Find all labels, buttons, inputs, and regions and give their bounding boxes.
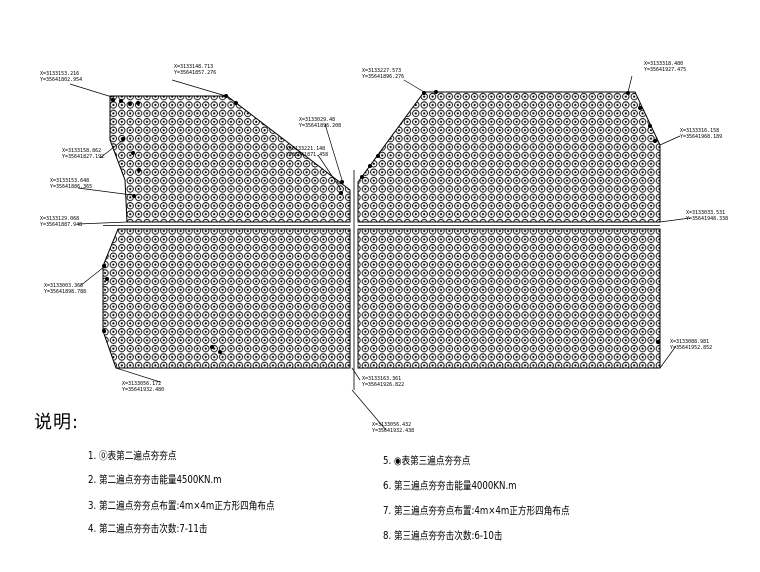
boundary-vertex-markers	[102, 90, 660, 354]
coord-label-y: Y=35641932.480	[122, 387, 164, 393]
parcel-top-left	[109, 95, 351, 223]
note-item: 8. 第三遍点夯夯击次数:6-10击	[383, 530, 503, 542]
coordinate-leader-lines	[69, 75, 691, 431]
note-item: 4. 第二遍点夯夯击次数:7-11击	[88, 523, 208, 535]
coord-label-x: X=3133158.862	[62, 148, 101, 154]
coord-label-y: Y=35641857.276	[174, 70, 216, 76]
coord-label-x: X=3133148.713	[174, 64, 213, 70]
coord-label-y: Y=35641932.438	[372, 428, 414, 434]
coord-label-y: Y=35641968.189	[680, 134, 722, 140]
coord-label-x: X=3133153.216	[40, 71, 79, 77]
note-item: 2. 第二遍点夯夯击能量4500KN.m	[88, 474, 222, 486]
coord-label-y: Y=35641871.458	[286, 152, 328, 158]
coord-label-x: X=3133029.48	[299, 117, 335, 123]
coord-label-x: X=3133088.981	[670, 339, 709, 345]
note-item: 1. ⓪表第二遍点夯夯点	[88, 450, 177, 462]
coord-label-x: X=3133227.573	[362, 68, 401, 74]
coord-label-y: Y=35641948.338	[686, 216, 728, 222]
coord-label-y: Y=35641887.948	[40, 222, 82, 228]
coord-label-y: Y=35641927.475	[644, 67, 686, 73]
note-item: 3. 第二遍点夯夯点布置:4m×4m正方形四角布点	[88, 500, 275, 512]
coord-label-x: X=3133003.365	[44, 283, 83, 289]
coord-label-y: Y=35641898.788	[44, 289, 86, 295]
note-item: 7. 第三遍点夯夯点布置:4m×4m正方形四角布点	[383, 505, 570, 517]
coord-label-y: Y=35641802.954	[40, 77, 82, 83]
coord-label-y: Y=35641896.276	[362, 74, 404, 80]
coord-label-x: X=3133033.531	[686, 210, 725, 216]
coord-label-x: X=3133316.158	[680, 128, 719, 134]
coord-label-x: X=3133153.648	[50, 178, 89, 184]
coord-label-y: Y=35641886.365	[50, 184, 92, 190]
parcel-bottom-right	[357, 228, 661, 369]
coord-label-x: X=3133163.361	[362, 376, 401, 382]
parcel-top-right	[357, 91, 661, 223]
coordinate-labels: X=3133153.216 Y=35641802.954 X=3133148.7…	[40, 61, 728, 434]
coord-label-y: Y=35641926.822	[362, 382, 404, 388]
road-separators	[103, 170, 660, 390]
coord-label-x: X=3133056.432	[372, 422, 411, 428]
coord-label-y: Y=35641952.852	[670, 345, 712, 351]
coord-label-x: X=3133318.480	[644, 61, 683, 67]
coord-label-x: X=3133221.148	[286, 146, 325, 152]
note-item: 6. 第三遍点夯夯击能量4000KN.m	[383, 480, 517, 492]
note-item: 5. ◉表第三遍点夯夯点	[383, 455, 471, 467]
parcel-bottom-left	[102, 228, 351, 369]
coord-label-x: X=3133129.068	[40, 216, 79, 222]
notes-title: 说明:	[34, 412, 80, 433]
coord-label-y: Y=35641827.192	[62, 154, 104, 160]
coord-label-x: X=3133056.172	[122, 381, 161, 387]
coord-label-y: Y=35641896.208	[299, 123, 341, 129]
